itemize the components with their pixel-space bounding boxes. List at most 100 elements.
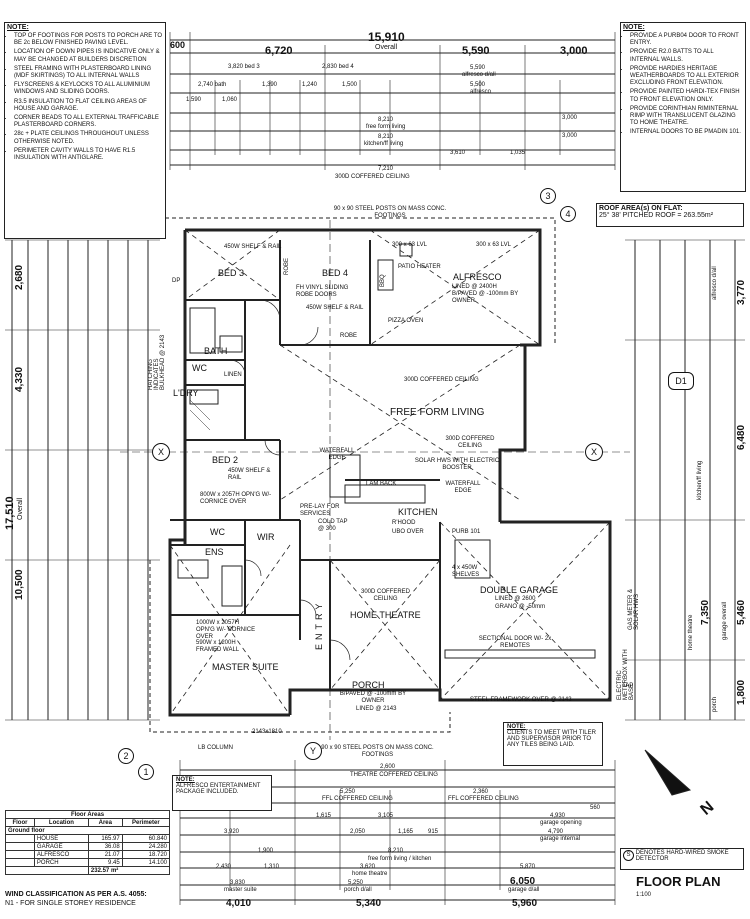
note-porch-lined: LINED @ 2143: [356, 706, 397, 712]
wind-line-2: N1 - FOR SINGLE STOREY RESIDENCE: [5, 900, 136, 907]
dim-b-master-suite: master suite: [224, 887, 257, 893]
dim-b-ffl-ceiling: FFL COFFERED CEILING: [322, 796, 393, 802]
dim-b-1615: 1,615: [316, 813, 332, 819]
note-coffered-1: 300D COFFERED CEILING: [404, 377, 479, 383]
note-lam-back: LAM BACK: [366, 481, 397, 487]
room-kitchen: KITCHEN: [398, 507, 438, 517]
dim-coffered: 300D COFFERED CEILING: [335, 174, 410, 180]
note-item: TOP OF FOOTINGS FOR POSTS TO PORCH ARE T…: [14, 33, 163, 47]
floor-areas-table: Floor Areas Floor Location Area Perimete…: [5, 810, 171, 875]
note-pizza-oven: PIZZA OVEN: [388, 318, 424, 324]
table-row: HOUSE 165.97 60.840: [5, 834, 171, 843]
dim-3000a: 3,000: [562, 115, 578, 121]
dim-garage-overall-right: garage overall: [722, 601, 728, 640]
dim-b-5340: 5,340: [356, 898, 382, 909]
room-porch: PORCH: [352, 680, 385, 690]
room-bed-4: BED 4: [322, 268, 349, 278]
dim-5590b: 5,590: [470, 65, 486, 71]
dim-b-2360: 2,360: [473, 789, 489, 795]
dim-1035: 1,035: [510, 150, 526, 156]
dim-b-4930: 4,930: [550, 813, 566, 819]
room-entry: ENTRY: [314, 599, 324, 650]
dim-b-5250b: 5,250: [348, 880, 364, 886]
note-rhood: R'HOOD: [392, 520, 416, 526]
section-marker-2: 2: [118, 748, 134, 764]
note-item: FLYSCREENS & KEYLOCKS TO ALL ALUMINIUM W…: [14, 82, 163, 96]
note-meterbox: ELECTRIC METERBOX WITH BASE: [617, 649, 635, 700]
room-wc: WC: [192, 363, 207, 373]
room-bed-3: BED 3: [218, 268, 245, 278]
dim-b-ffl-kitchen: free form living / kitchen: [368, 856, 432, 862]
note-shelf-bed3: 450W SHELF & RAIL: [224, 244, 282, 250]
room-alfresco: ALFRESCO: [453, 272, 502, 282]
room-bath: BATH: [204, 346, 228, 356]
client-note-box: NOTE: CLIENTS TO MEET WITH TILER AND SUP…: [503, 722, 603, 766]
note-gas-meter: GAS METER & SOLAR HWS: [628, 588, 640, 630]
table-row: ALFRESCO 21.07 18.720: [5, 850, 171, 859]
table-cell: 21.07: [87, 850, 123, 859]
table-cell: 14.100: [121, 858, 171, 867]
dim-b-2430: 2,430: [216, 864, 232, 870]
note-item: LOCATION OF DOWN PIPES IS INDICATIVE ONL…: [14, 49, 163, 63]
table-header: Perimeter: [121, 818, 171, 827]
table-cell: HOUSE: [33, 834, 89, 843]
dim-freeform: free form living: [366, 124, 406, 130]
note-alfresco-paved: B/PAVED @ -100mm BY OWNER: [452, 291, 519, 304]
table-cell: [5, 850, 35, 859]
dim-alfresco-dall: alfresco d/all: [462, 72, 496, 78]
note-fh-vinyl: FH VINYL SLIDING ROBE DOORS: [296, 285, 349, 298]
plan-title: FLOOR PLAN: [636, 874, 721, 889]
table-row: PORCH 9.45 14.100: [5, 858, 171, 867]
dim-6720: 6,720: [265, 45, 293, 57]
room-double-garage: DOUBLE GARAGE: [480, 585, 559, 595]
note-item: 28c + PLATE CEILINGS THROUGHOUT UNLESS O…: [14, 131, 163, 145]
smoke-detector-icon: S: [623, 850, 634, 861]
note-porch-paved: B/PAVED @ -100mm BY OWNER: [339, 691, 407, 704]
dim-10500: 10,500: [14, 569, 25, 600]
note-robe-bed4: ROBE: [340, 333, 358, 339]
note-purb: PURB 101: [452, 529, 481, 535]
dim-b-5870: 5,870: [520, 864, 536, 870]
notes-left-box: NOTE: TOP OF FOOTINGS FOR POSTS TO PORCH…: [4, 22, 166, 239]
note-alfresco-lined: LINED @ 2400H: [452, 284, 497, 290]
note-waterfall-2: WATERFALL EDGE: [445, 481, 481, 494]
dim-b-4790: 4,790: [548, 829, 564, 835]
dim-alfresco: alfresco: [470, 89, 492, 95]
floor-areas-title: Floor Areas: [5, 810, 170, 819]
table-header: Area: [87, 818, 123, 827]
dim-8210b: 8,210: [378, 134, 394, 140]
dim-b-3620: 3,620: [360, 864, 376, 870]
note-lb-column: LB COLUMN: [198, 745, 234, 751]
marker-x-left: X: [152, 443, 170, 461]
roof-area-value: 25° 38' PITCHED ROOF = 263.55m²: [599, 212, 714, 219]
note-item: PROVIDE PAINTED HARDI-TEX FINISH TO FRON…: [630, 89, 743, 103]
note-item: PROVIDE CORINTHIAN RIMINTERNAL RIMP WITH…: [630, 106, 743, 128]
dim-1800: 1,800: [736, 679, 747, 705]
dim-17510: 17,510: [4, 496, 16, 530]
dim-b-915: 915: [428, 829, 439, 835]
note-item: R3.5 INSULATION TO FLAT CEILING AREAS OF…: [14, 99, 163, 113]
notes-left-title: NOTE:: [7, 24, 29, 31]
table-cell: 18.720: [121, 850, 171, 859]
notes-right-list: PROVIDE A PURB04 DOOR TO FRONT ENTRY. PR…: [621, 33, 745, 137]
table-header: Floor: [5, 818, 35, 827]
dim-b-ffl-ceiling-2: FFL COFFERED CEILING: [448, 796, 519, 802]
dim-b-4010: 4,010: [226, 898, 252, 909]
dim-3000b: 3,000: [562, 133, 578, 139]
dim-5500: 5,500: [470, 82, 486, 88]
note-item: PROVIDE R2.0 BATTS TO ALL INTERNAL WALLS…: [630, 49, 743, 63]
table-cell: [5, 834, 35, 843]
plan-scale: 1:100: [636, 892, 652, 898]
room-linen: LINEN: [224, 372, 242, 378]
dim-b-1310: 1,310: [264, 864, 280, 870]
note-garage-lined: LINED @ 2600: [495, 596, 536, 602]
dim-1390: 1,390: [262, 82, 278, 88]
note-grano: GRANO @ -50mm: [495, 604, 546, 610]
dim-b-5960: 5,960: [512, 898, 538, 909]
note-shelf-bed2: 450W SHELF & RAIL: [228, 468, 271, 481]
dim-b-3105: 3,105: [378, 813, 394, 819]
wind-classification: WIND CLASSIFICATION AS PER A.S. 4055: N1…: [5, 890, 147, 908]
note-theatre-ceiling: 300D COFFERED CEILING: [360, 589, 410, 602]
dim-3770: 3,770: [736, 279, 747, 305]
